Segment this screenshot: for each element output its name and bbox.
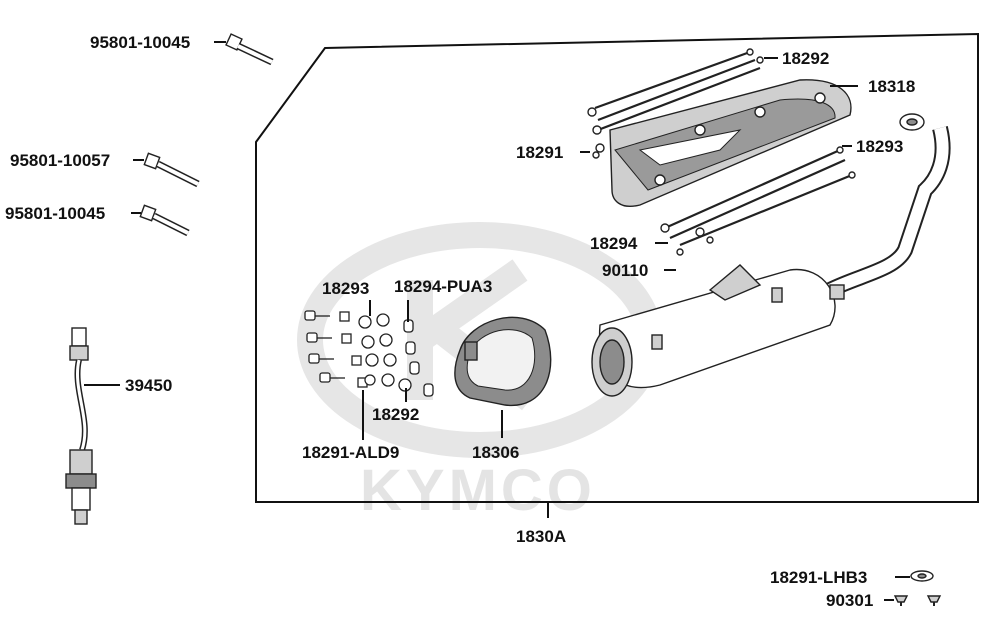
oxygen-sensor-icon bbox=[65, 327, 97, 525]
label-kit-18294: 18294-PUA3 bbox=[394, 277, 492, 296]
label-bolt-mid: 95801-10057 bbox=[10, 151, 110, 170]
label-sensor: 39450 bbox=[125, 376, 172, 395]
label-cover-screw-right: 18293 bbox=[856, 137, 903, 156]
label-cover-gasket: 18294 bbox=[590, 234, 638, 253]
label-bolt-top: 95801-10045 bbox=[90, 33, 190, 52]
label-cover-screw-top: 18292 bbox=[782, 49, 829, 68]
assembly-frame bbox=[255, 32, 979, 503]
watermark-text: KYMCO bbox=[360, 458, 596, 523]
label-kit-18292: 18292 bbox=[372, 405, 419, 424]
label-cover-clip-left: 18291 bbox=[516, 143, 563, 162]
cover-gasket-strips-bottom bbox=[660, 146, 856, 256]
bolt-icon-low bbox=[139, 204, 190, 237]
exhaust-pipe-icon bbox=[826, 113, 951, 298]
heat-shield-icon bbox=[609, 79, 852, 207]
label-screw-90110: 90110 bbox=[602, 261, 648, 280]
label-washer-kit: 18291-LHB3 bbox=[770, 568, 867, 587]
cover-gasket-strips-top bbox=[587, 48, 764, 159]
screw-icon-90301 bbox=[893, 595, 942, 606]
label-end-cap: 18306 bbox=[472, 443, 519, 462]
label-kit-18293: 18293 bbox=[322, 279, 369, 298]
label-heat-shield: 18318 bbox=[868, 77, 915, 96]
bolt-icon-mid bbox=[143, 152, 200, 188]
label-bolt-low: 95801-10045 bbox=[5, 204, 105, 223]
washer-icon bbox=[910, 570, 934, 582]
label-kit-18291: 18291-ALD9 bbox=[302, 443, 399, 462]
bolt-icon-top bbox=[225, 33, 274, 66]
end-cap-icon bbox=[454, 316, 552, 407]
label-muffler-assembly: 1830A bbox=[516, 527, 566, 546]
hardware-kit-icon bbox=[304, 310, 434, 397]
muffler-body-icon bbox=[591, 264, 845, 397]
label-screw-90301: 90301 bbox=[826, 591, 873, 610]
